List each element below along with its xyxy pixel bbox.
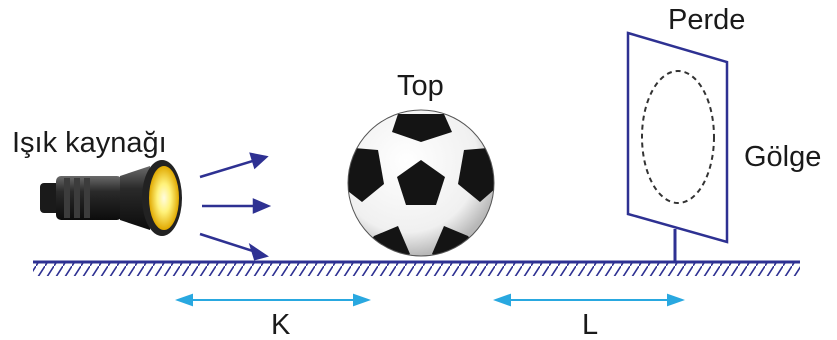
screen-panel (626, 31, 729, 262)
distance-arrow-k (175, 293, 371, 307)
ray-arrow-lower (199, 232, 269, 261)
light-source-label: Işık kaynağı (12, 127, 167, 159)
distance-l-label: L (582, 309, 598, 340)
ground (33, 260, 800, 276)
shadow-outline (641, 70, 715, 204)
ball-label: Top (397, 70, 444, 102)
distance-arrow-l (493, 293, 685, 307)
flashlight-icon (40, 160, 182, 236)
soccer-ball-icon (347, 109, 495, 257)
ray-arrow-middle (202, 198, 272, 214)
ray-arrow-upper (199, 152, 269, 179)
shadow-label: Gölge (744, 141, 821, 173)
light-rays (199, 152, 272, 261)
distance-k-label: K (271, 309, 291, 340)
screen-label: Perde (668, 4, 745, 36)
